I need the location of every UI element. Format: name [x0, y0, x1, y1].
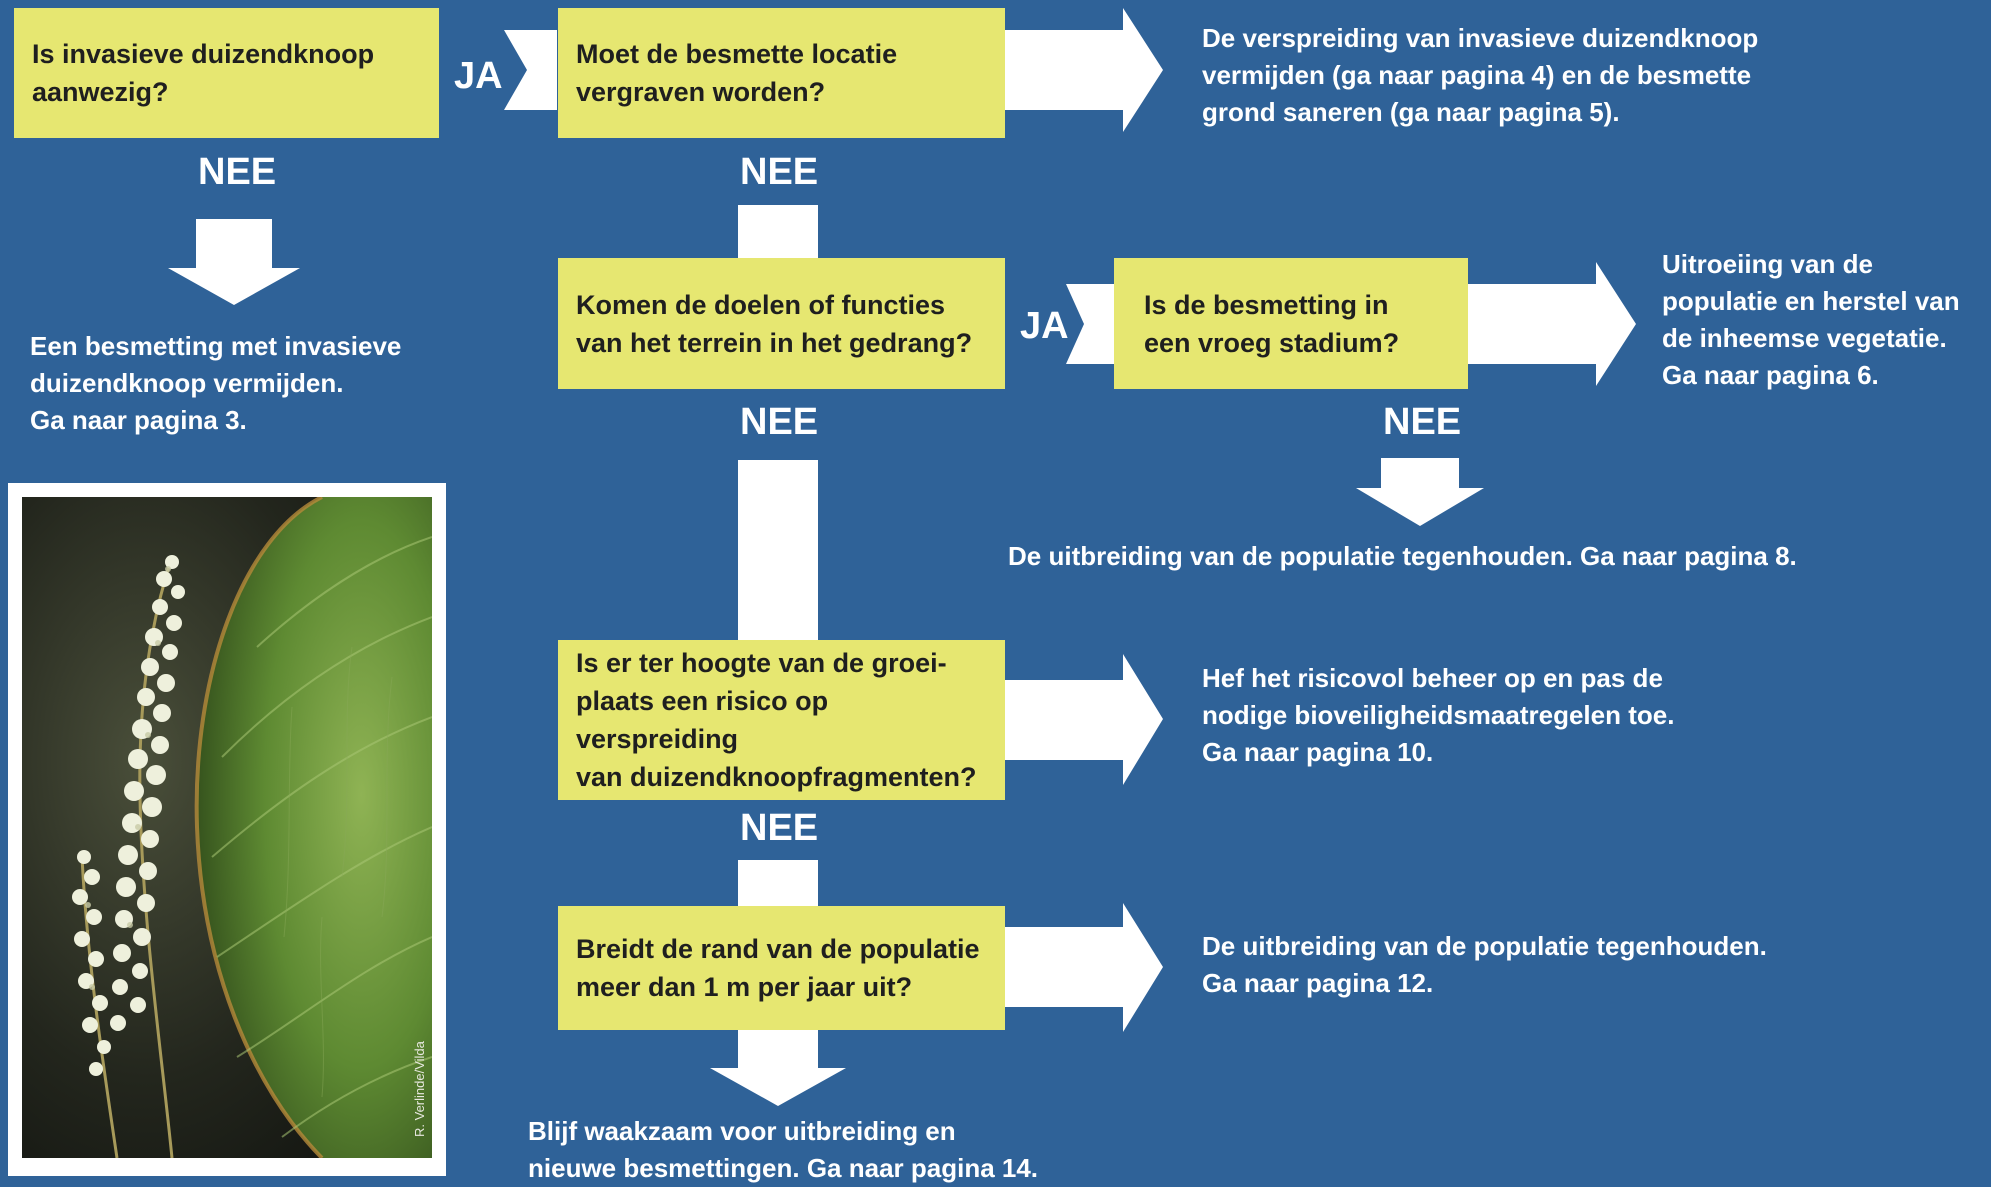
- outcome-line: Ga naar pagina 10.: [1202, 737, 1434, 767]
- no-label-q2: NEE: [740, 151, 819, 193]
- question-line: Is er ter hoogte van de groei-: [576, 648, 947, 678]
- outcome-line: De uitbreiding van de populatie tegenhou…: [1008, 541, 1797, 571]
- arrow-q6-no-down: [710, 1030, 846, 1106]
- yes-label-q1: JA: [454, 55, 503, 97]
- outcome-line: de inheemse vegetatie.: [1662, 323, 1947, 353]
- arrow-q3-no-chevron: [738, 460, 818, 640]
- outcome-line: Hef het risicovol beheer op en pas de: [1202, 663, 1663, 693]
- outcome-line: Blijf waakzaam voor uitbreiding en: [528, 1116, 956, 1146]
- arrow-q3-yes-chevron: [1066, 284, 1114, 364]
- question-line: Breidt de rand van de populatie: [576, 934, 980, 964]
- question-box-invasive-present: Is invasieve duizendknoop aanwezig?: [14, 8, 439, 138]
- outcome-stay-vigilant: Blijf waakzaam voor uitbreiding en nieuw…: [528, 1113, 1038, 1187]
- arrow-q1-no-down: [168, 219, 300, 305]
- yes-label-q5: JA: [1020, 701, 1069, 743]
- arrow-q2-yes-right: [1005, 8, 1163, 132]
- outcome-line: De uitbreiding van de populatie tegenhou…: [1202, 931, 1767, 961]
- arrow-q5-yes-right: [1005, 654, 1163, 785]
- question-box-edge-growth: Breidt de rand van de populatie meer dan…: [558, 906, 1005, 1030]
- question-box-fragment-risk: Is er ter hoogte van de groei- plaats ee…: [558, 640, 1005, 800]
- outcome-line: Ga naar pagina 3.: [30, 405, 247, 435]
- yes-label-q2: JA: [1020, 55, 1069, 97]
- question-box-goals-threatened: Komen de doelen of functies van het terr…: [558, 258, 1005, 389]
- outcome-contain-population-p12: De uitbreiding van de populatie tegenhou…: [1202, 928, 1767, 1002]
- outcome-line: Ga naar pagina 12.: [1202, 968, 1434, 998]
- question-line: Is invasieve duizendknoop: [32, 39, 375, 69]
- question-line: van het terrein in het gedrang?: [576, 327, 973, 358]
- outcome-line: De verspreiding van invasieve duizendkno…: [1202, 23, 1759, 53]
- question-line: Moet de besmette locatie: [576, 39, 898, 69]
- question-line: plaats een risico op verspreiding: [576, 686, 829, 754]
- question-line: aanwezig?: [32, 77, 169, 107]
- no-label-q4: NEE: [1383, 401, 1462, 443]
- outcome-line: Een besmetting met invasieve: [30, 331, 402, 361]
- arrow-q2-no-chevron: [738, 205, 818, 258]
- arrow-q4-yes-right: [1468, 262, 1636, 386]
- arrow-q6-yes-right: [1005, 903, 1163, 1032]
- arrow-q4-no-down: [1356, 458, 1484, 526]
- no-label-q1: NEE: [198, 151, 277, 193]
- outcome-line: Uitroeiing van de: [1662, 249, 1873, 279]
- outcome-avoid-infestation: Een besmetting met invasieve duizendknoo…: [30, 328, 401, 439]
- knotweed-photo: R. Verlinde/Vilda: [22, 497, 432, 1158]
- question-line: van duizendknoopfragmenten?: [576, 762, 977, 792]
- yes-label-q4: JA: [1484, 305, 1533, 347]
- question-box-early-stage: Is de besmetting in een vroeg stadium?: [1114, 258, 1468, 389]
- outcome-eradication: Uitroeiing van de populatie en herstel v…: [1662, 246, 1960, 394]
- no-label-q3: NEE: [740, 401, 819, 443]
- outcome-contain-population-p8: De uitbreiding van de populatie tegenhou…: [1008, 538, 1797, 575]
- outcome-line: nodige bioveiligheidsmaatregelen toe.: [1202, 700, 1675, 730]
- question-line: een vroeg stadium?: [1144, 327, 1400, 358]
- arrow-q5-no-chevron: [738, 860, 818, 906]
- question-line: Is de besmetting in: [1144, 289, 1389, 320]
- photo-credit: R. Verlinde/Vilda: [412, 1040, 427, 1137]
- knotweed-photo-frame: R. Verlinde/Vilda: [8, 483, 446, 1176]
- question-line: vergraven worden?: [576, 77, 826, 107]
- yes-label-q6: JA: [1020, 949, 1069, 991]
- outcome-line: nieuwe besmettingen. Ga naar pagina 14.: [528, 1153, 1039, 1183]
- outcome-line: duizendknoop vermijden.: [30, 368, 344, 398]
- outcome-line: Ga naar pagina 6.: [1662, 360, 1879, 390]
- outcome-biosecurity: Hef het risicovol beheer op en pas de no…: [1202, 660, 1674, 771]
- yes-label-q3: JA: [1020, 305, 1069, 347]
- no-label-q5: NEE: [740, 807, 819, 849]
- outcome-line: vermijden (ga naar pagina 4) en de besme…: [1202, 60, 1752, 90]
- question-line: meer dan 1 m per jaar uit?: [576, 972, 913, 1002]
- outcome-avoid-spread-remediate: De verspreiding van invasieve duizendkno…: [1202, 20, 1758, 131]
- outcome-line: populatie en herstel van: [1662, 286, 1960, 316]
- outcome-line: grond saneren (ga naar pagina 5).: [1202, 97, 1620, 127]
- arrow-q1-yes-chevron: [504, 30, 557, 110]
- question-box-excavate-location: Moet de besmette locatie vergraven worde…: [558, 8, 1005, 138]
- question-line: Komen de doelen of functies: [576, 289, 946, 320]
